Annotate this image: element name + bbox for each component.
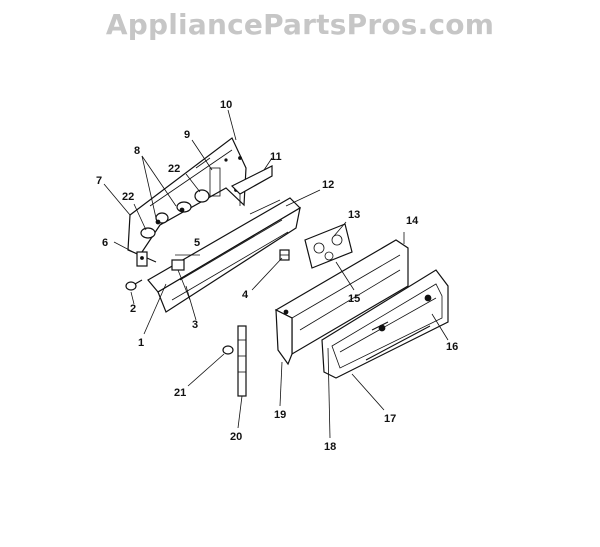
callout-22: 22 xyxy=(168,163,180,175)
callout-8: 8 xyxy=(134,145,140,157)
part-control-panel-frame xyxy=(274,232,409,366)
part-switch xyxy=(171,254,200,301)
callout-10: 10 xyxy=(220,99,232,111)
callout-5: 5 xyxy=(194,237,200,249)
callout-16: 16 xyxy=(446,341,458,353)
part-bar xyxy=(237,325,247,397)
callout-9: 9 xyxy=(184,129,190,141)
part-long-bracket xyxy=(147,197,301,313)
callout-15: 15 xyxy=(348,293,360,305)
callout-1: 1 xyxy=(138,337,144,349)
part-clock xyxy=(304,223,353,269)
callout-20: 20 xyxy=(230,431,242,443)
callout-13: 13 xyxy=(348,209,360,221)
callout-22: 22 xyxy=(122,191,134,203)
callout-3: 3 xyxy=(192,319,198,331)
callout-21: 21 xyxy=(174,387,186,399)
callout-2: 2 xyxy=(130,303,136,315)
callout-18: 18 xyxy=(324,441,336,453)
part-control-panel-glass xyxy=(321,269,449,379)
callout-17: 17 xyxy=(384,413,396,425)
part-clip xyxy=(136,251,157,267)
callout-19: 19 xyxy=(274,409,286,421)
callout-12: 12 xyxy=(322,179,334,191)
part-knob-small xyxy=(279,249,290,261)
watermark-text: AppliancePartsPros.com xyxy=(105,8,495,41)
callout-11: 11 xyxy=(270,151,282,163)
callout-14: 14 xyxy=(406,215,419,227)
part-side-bracket xyxy=(230,165,273,206)
part-small-screw xyxy=(222,345,234,355)
part-screw xyxy=(125,279,143,291)
leader-lines xyxy=(103,109,449,439)
part-knobs xyxy=(140,189,210,239)
callout-4: 4 xyxy=(242,289,249,301)
callout-6: 6 xyxy=(102,237,108,249)
callout-7: 7 xyxy=(96,175,102,187)
